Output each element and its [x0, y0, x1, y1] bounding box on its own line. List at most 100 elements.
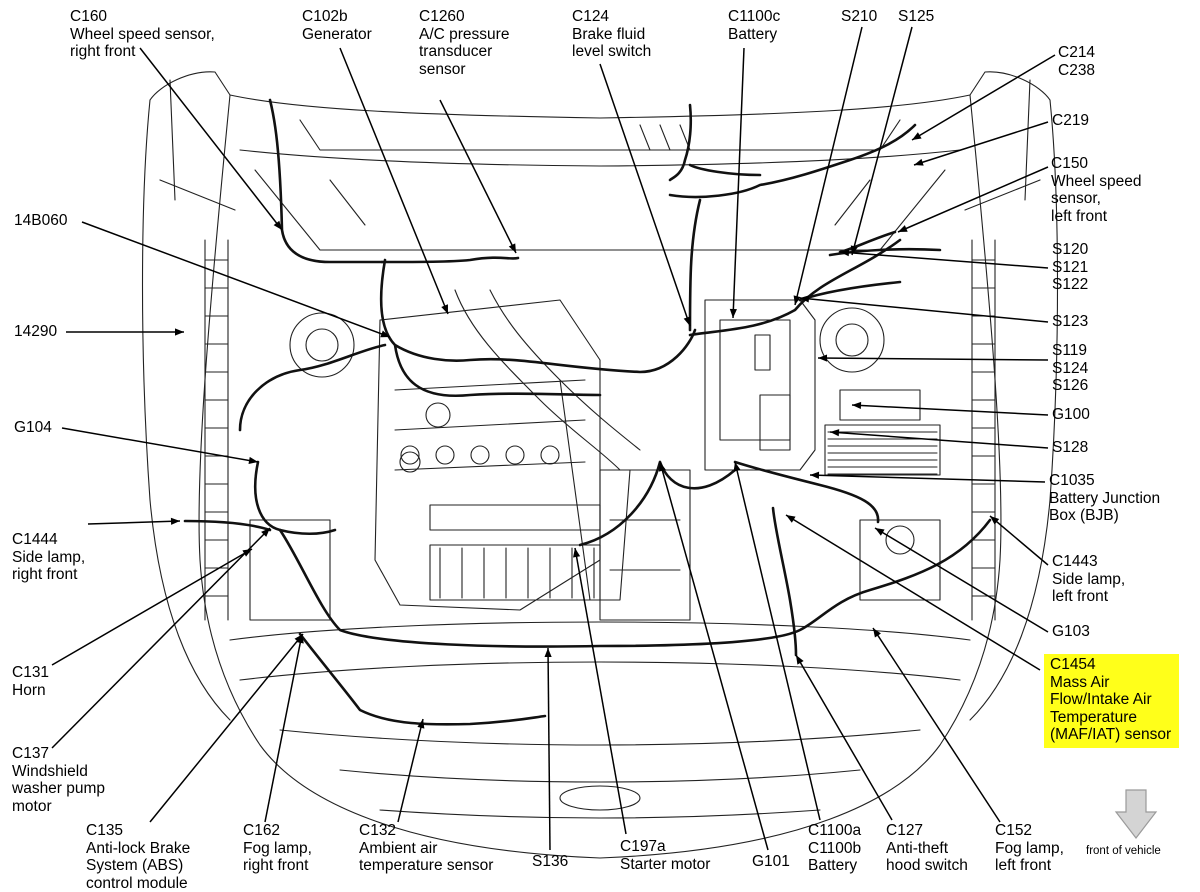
- callout-line: Anti-theft: [886, 839, 949, 857]
- callout-line: Windshield: [12, 762, 88, 780]
- callout-line: Wheel speed: [1051, 172, 1142, 190]
- callout-line: S210: [841, 8, 878, 25]
- leader-c102b: [339, 47, 449, 315]
- callout-line: Flow/Intake Air: [1050, 691, 1152, 708]
- front-arrow-icon: [1114, 789, 1158, 839]
- callout-line: System (ABS): [86, 857, 184, 874]
- leader-c127: [795, 654, 893, 821]
- leader-g100: [851, 401, 1049, 416]
- callout-line: C1454: [1050, 656, 1096, 673]
- callout-line: C135: [86, 822, 124, 839]
- callout-g104: G104: [14, 419, 52, 437]
- callout-line: C132: [359, 822, 397, 839]
- callout-line: C1100b: [808, 839, 862, 857]
- leader-c135: [149, 633, 304, 823]
- leader-s123: [799, 295, 1049, 323]
- callout-line: S136: [532, 853, 569, 870]
- callout-line: S128: [1052, 439, 1089, 456]
- callout-line: left front: [995, 857, 1051, 874]
- callout-line: motor: [12, 797, 52, 815]
- callout-s123: S123: [1052, 313, 1088, 331]
- callout-line: S126: [1052, 377, 1089, 394]
- callout-14290: 14290: [14, 323, 57, 341]
- callout-line: right front: [243, 857, 309, 874]
- leader-s125: [850, 26, 913, 256]
- callout-line: C160: [70, 8, 108, 25]
- callout-line: left front: [1052, 588, 1108, 605]
- callout-line: Generator: [302, 25, 372, 43]
- callout-line: Mass Air: [1050, 673, 1110, 691]
- callout-line: Fog lamp,: [995, 839, 1064, 857]
- leader-c1444: [87, 517, 181, 525]
- leader-c1454: [785, 514, 1041, 671]
- callout-line: hood switch: [886, 857, 968, 874]
- callout-line: right front: [70, 43, 136, 60]
- leader-s128: [829, 429, 1049, 449]
- leader-c1100a: [733, 461, 821, 821]
- callout-line: G100: [1052, 406, 1090, 423]
- callout-line: Side lamp,: [12, 548, 86, 566]
- callout-line: 14B060: [14, 212, 68, 229]
- callout-line: S123: [1052, 313, 1089, 330]
- callout-line: C1100c: [728, 8, 781, 25]
- leader-s119: [817, 354, 1049, 362]
- callout-line: G101: [752, 853, 790, 870]
- callout-g103: G103: [1052, 623, 1090, 641]
- callout-line: S124: [1052, 359, 1089, 377]
- callout-line: right front: [12, 566, 78, 583]
- callout-s128: S128: [1052, 439, 1088, 457]
- callout-line: left front: [1051, 207, 1107, 225]
- callout-line: Battery: [808, 857, 858, 874]
- callout-line: washer pump: [12, 780, 106, 797]
- leader-s120: [839, 249, 1049, 269]
- callout-line: C137: [12, 745, 50, 762]
- callout-line: C102b: [302, 8, 348, 25]
- leader-c152: [872, 627, 1001, 823]
- callout-line: Wheel speed sensor,: [70, 25, 215, 43]
- callout-line: C1443: [1052, 553, 1098, 570]
- leader-14290: [66, 328, 184, 336]
- callout-line: sensor: [419, 60, 466, 78]
- leader-c160: [139, 47, 283, 231]
- callout-line: temperature sensor: [359, 857, 494, 874]
- callout-line: C127: [886, 822, 924, 839]
- leader-c132: [397, 718, 425, 823]
- leader-g103: [874, 527, 1049, 633]
- callout-line: transducer: [419, 43, 493, 60]
- callout-line: A/C pressure: [419, 25, 510, 43]
- callout-line: C124: [572, 8, 610, 25]
- callout-line: S120: [1052, 241, 1089, 258]
- callout-s210: S210: [841, 8, 877, 26]
- leader-s136: [544, 647, 552, 851]
- callout-line: C162: [243, 822, 281, 839]
- leader-c1100c: [729, 47, 745, 319]
- callout-line: C1035: [1049, 472, 1095, 489]
- callout-line: control module: [86, 874, 188, 892]
- leader-g101: [658, 461, 769, 851]
- callout-line: Box (BJB): [1049, 507, 1119, 524]
- callout-line: C1100a: [808, 822, 862, 839]
- callout-s125: S125: [898, 8, 934, 26]
- callout-line: G103: [1052, 623, 1090, 640]
- callout-line: Fog lamp,: [243, 839, 312, 857]
- callout-line: G104: [14, 419, 52, 436]
- callout-line: S122: [1052, 276, 1089, 293]
- leader-c1035: [809, 471, 1046, 483]
- leader-c219: [913, 121, 1049, 166]
